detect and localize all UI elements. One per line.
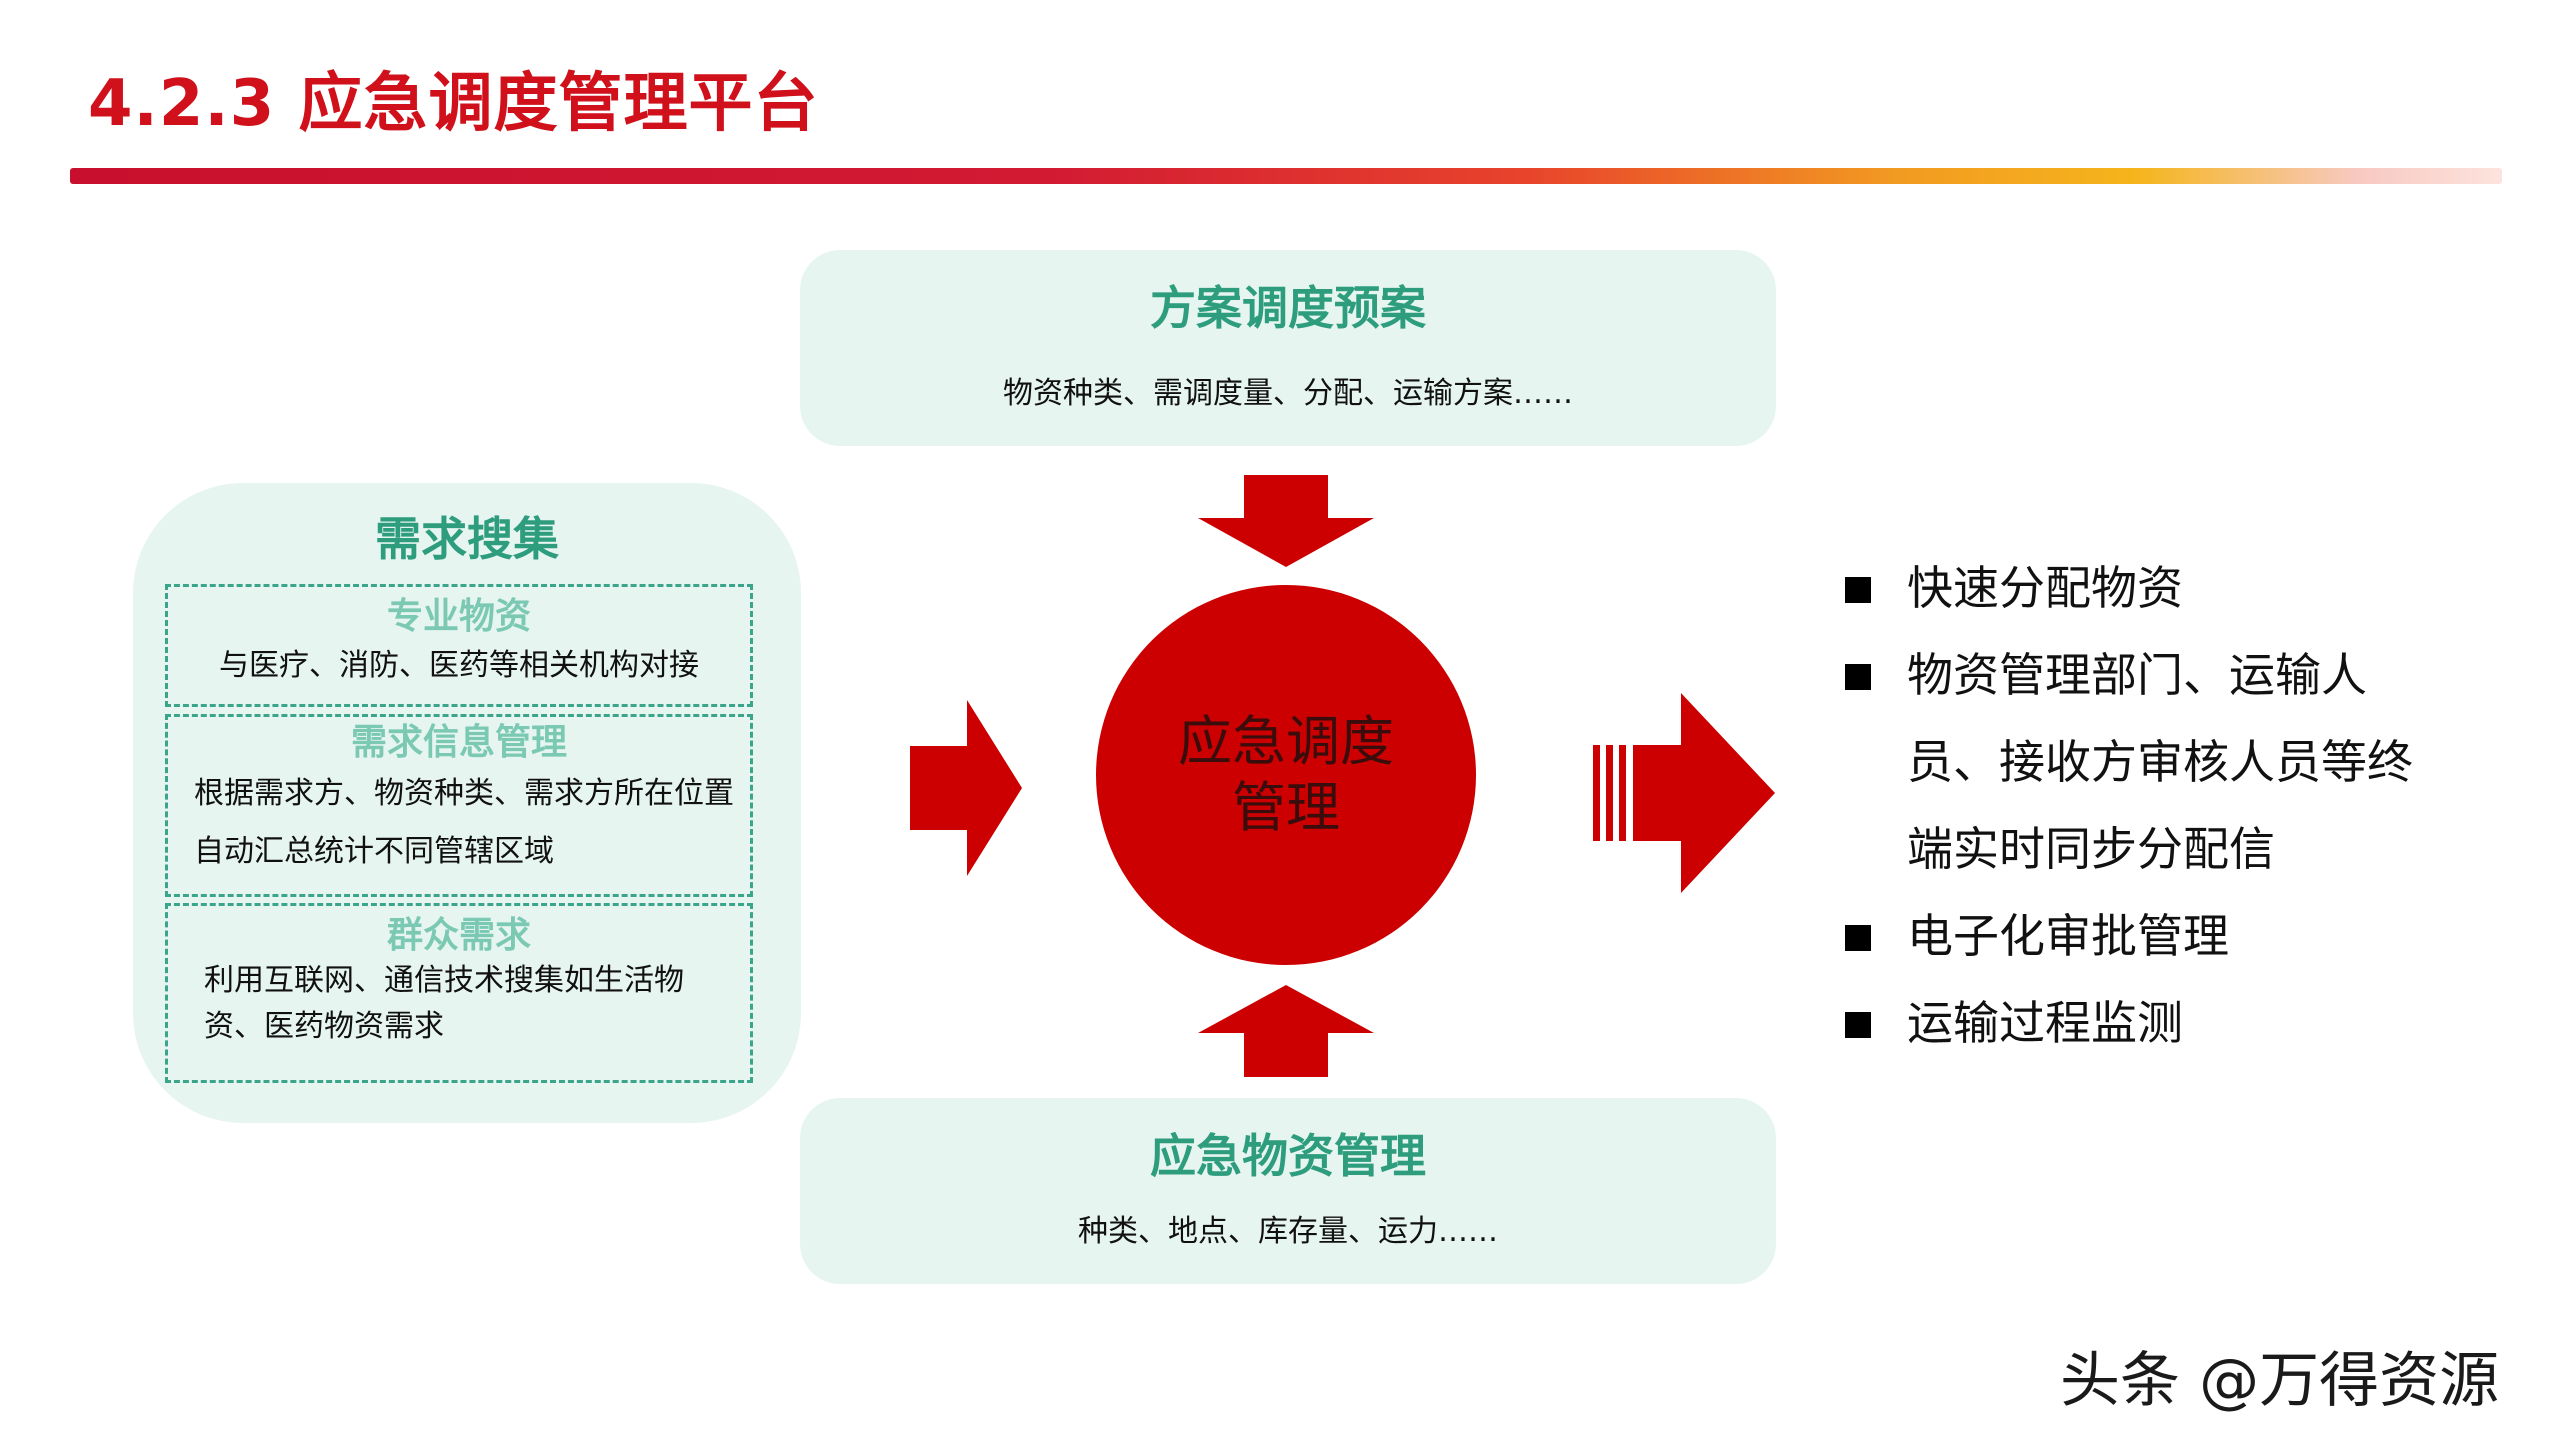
demand-box-professional: 专业物资 与医疗、消防、医药等相关机构对接 — [165, 584, 753, 707]
demand-title: 需求搜集 — [375, 512, 559, 566]
arrow-down-icon — [1198, 475, 1374, 567]
watermark: 头条 @万得资源 — [2060, 1346, 2500, 1416]
demand-box-title: 专业物资 — [386, 596, 531, 637]
plan-subtitle: 物资种类、需调度量、分配、运输方案…… — [1003, 376, 1573, 411]
page-title: 4.2.3 应急调度管理平台 — [88, 67, 819, 141]
list-item-text: 物资管理部门、运输人员、接收方审核人员等终端实时同步分配信 — [1907, 648, 2413, 876]
list-item: 运输过程监测 — [1845, 980, 2445, 1067]
striped-arrow-right-icon — [1593, 693, 1775, 893]
arrow-up-icon — [1198, 985, 1374, 1077]
demand-panel: 需求搜集 专业物资 与医疗、消防、医药等相关机构对接 需求信息管理 根据需求方、… — [133, 483, 801, 1123]
demand-box-info-management: 需求信息管理 根据需求方、物资种类、需求方所在位置自动汇总统计不同管辖区域 — [165, 714, 753, 897]
square-bullet-icon — [1845, 577, 1871, 603]
title-underline-bar — [70, 168, 2502, 184]
center-circle: 应急调度管理 — [1096, 585, 1476, 965]
demand-box-title: 需求信息管理 — [350, 722, 567, 763]
square-bullet-icon — [1845, 664, 1871, 690]
feature-list: 快速分配物资 物资管理部门、运输人员、接收方审核人员等终端实时同步分配信 电子化… — [1845, 545, 2445, 1067]
list-item: 物资管理部门、运输人员、接收方审核人员等终端实时同步分配信 — [1845, 632, 2445, 893]
list-item-text: 电子化审批管理 — [1907, 909, 2229, 963]
list-item-text: 运输过程监测 — [1907, 996, 2183, 1050]
supply-panel: 应急物资管理 种类、地点、库存量、运力…… — [800, 1098, 1776, 1284]
plan-panel: 方案调度预案 物资种类、需调度量、分配、运输方案…… — [800, 250, 1776, 446]
demand-box-title: 群众需求 — [386, 915, 531, 956]
demand-box-text: 与医疗、消防、医药等相关机构对接 — [219, 648, 699, 683]
square-bullet-icon — [1845, 925, 1871, 951]
square-bullet-icon — [1845, 1012, 1871, 1038]
demand-box-text: 根据需求方、物资种类、需求方所在位置自动汇总统计不同管辖区域 — [194, 776, 734, 869]
list-item-text: 快速分配物资 — [1907, 561, 2183, 615]
list-item: 快速分配物资 — [1845, 545, 2445, 632]
plan-title: 方案调度预案 — [1150, 281, 1426, 335]
arrow-right-icon — [910, 700, 1022, 876]
supply-subtitle: 种类、地点、库存量、运力…… — [1078, 1214, 1498, 1249]
demand-box-public: 群众需求 利用互联网、通信技术搜集如生活物资、医药物资需求 — [165, 903, 753, 1083]
center-label: 应急调度管理 — [1178, 710, 1394, 839]
demand-box-text: 利用互联网、通信技术搜集如生活物资、医药物资需求 — [204, 963, 684, 1044]
supply-title: 应急物资管理 — [1150, 1129, 1426, 1183]
list-item: 电子化审批管理 — [1845, 893, 2445, 980]
